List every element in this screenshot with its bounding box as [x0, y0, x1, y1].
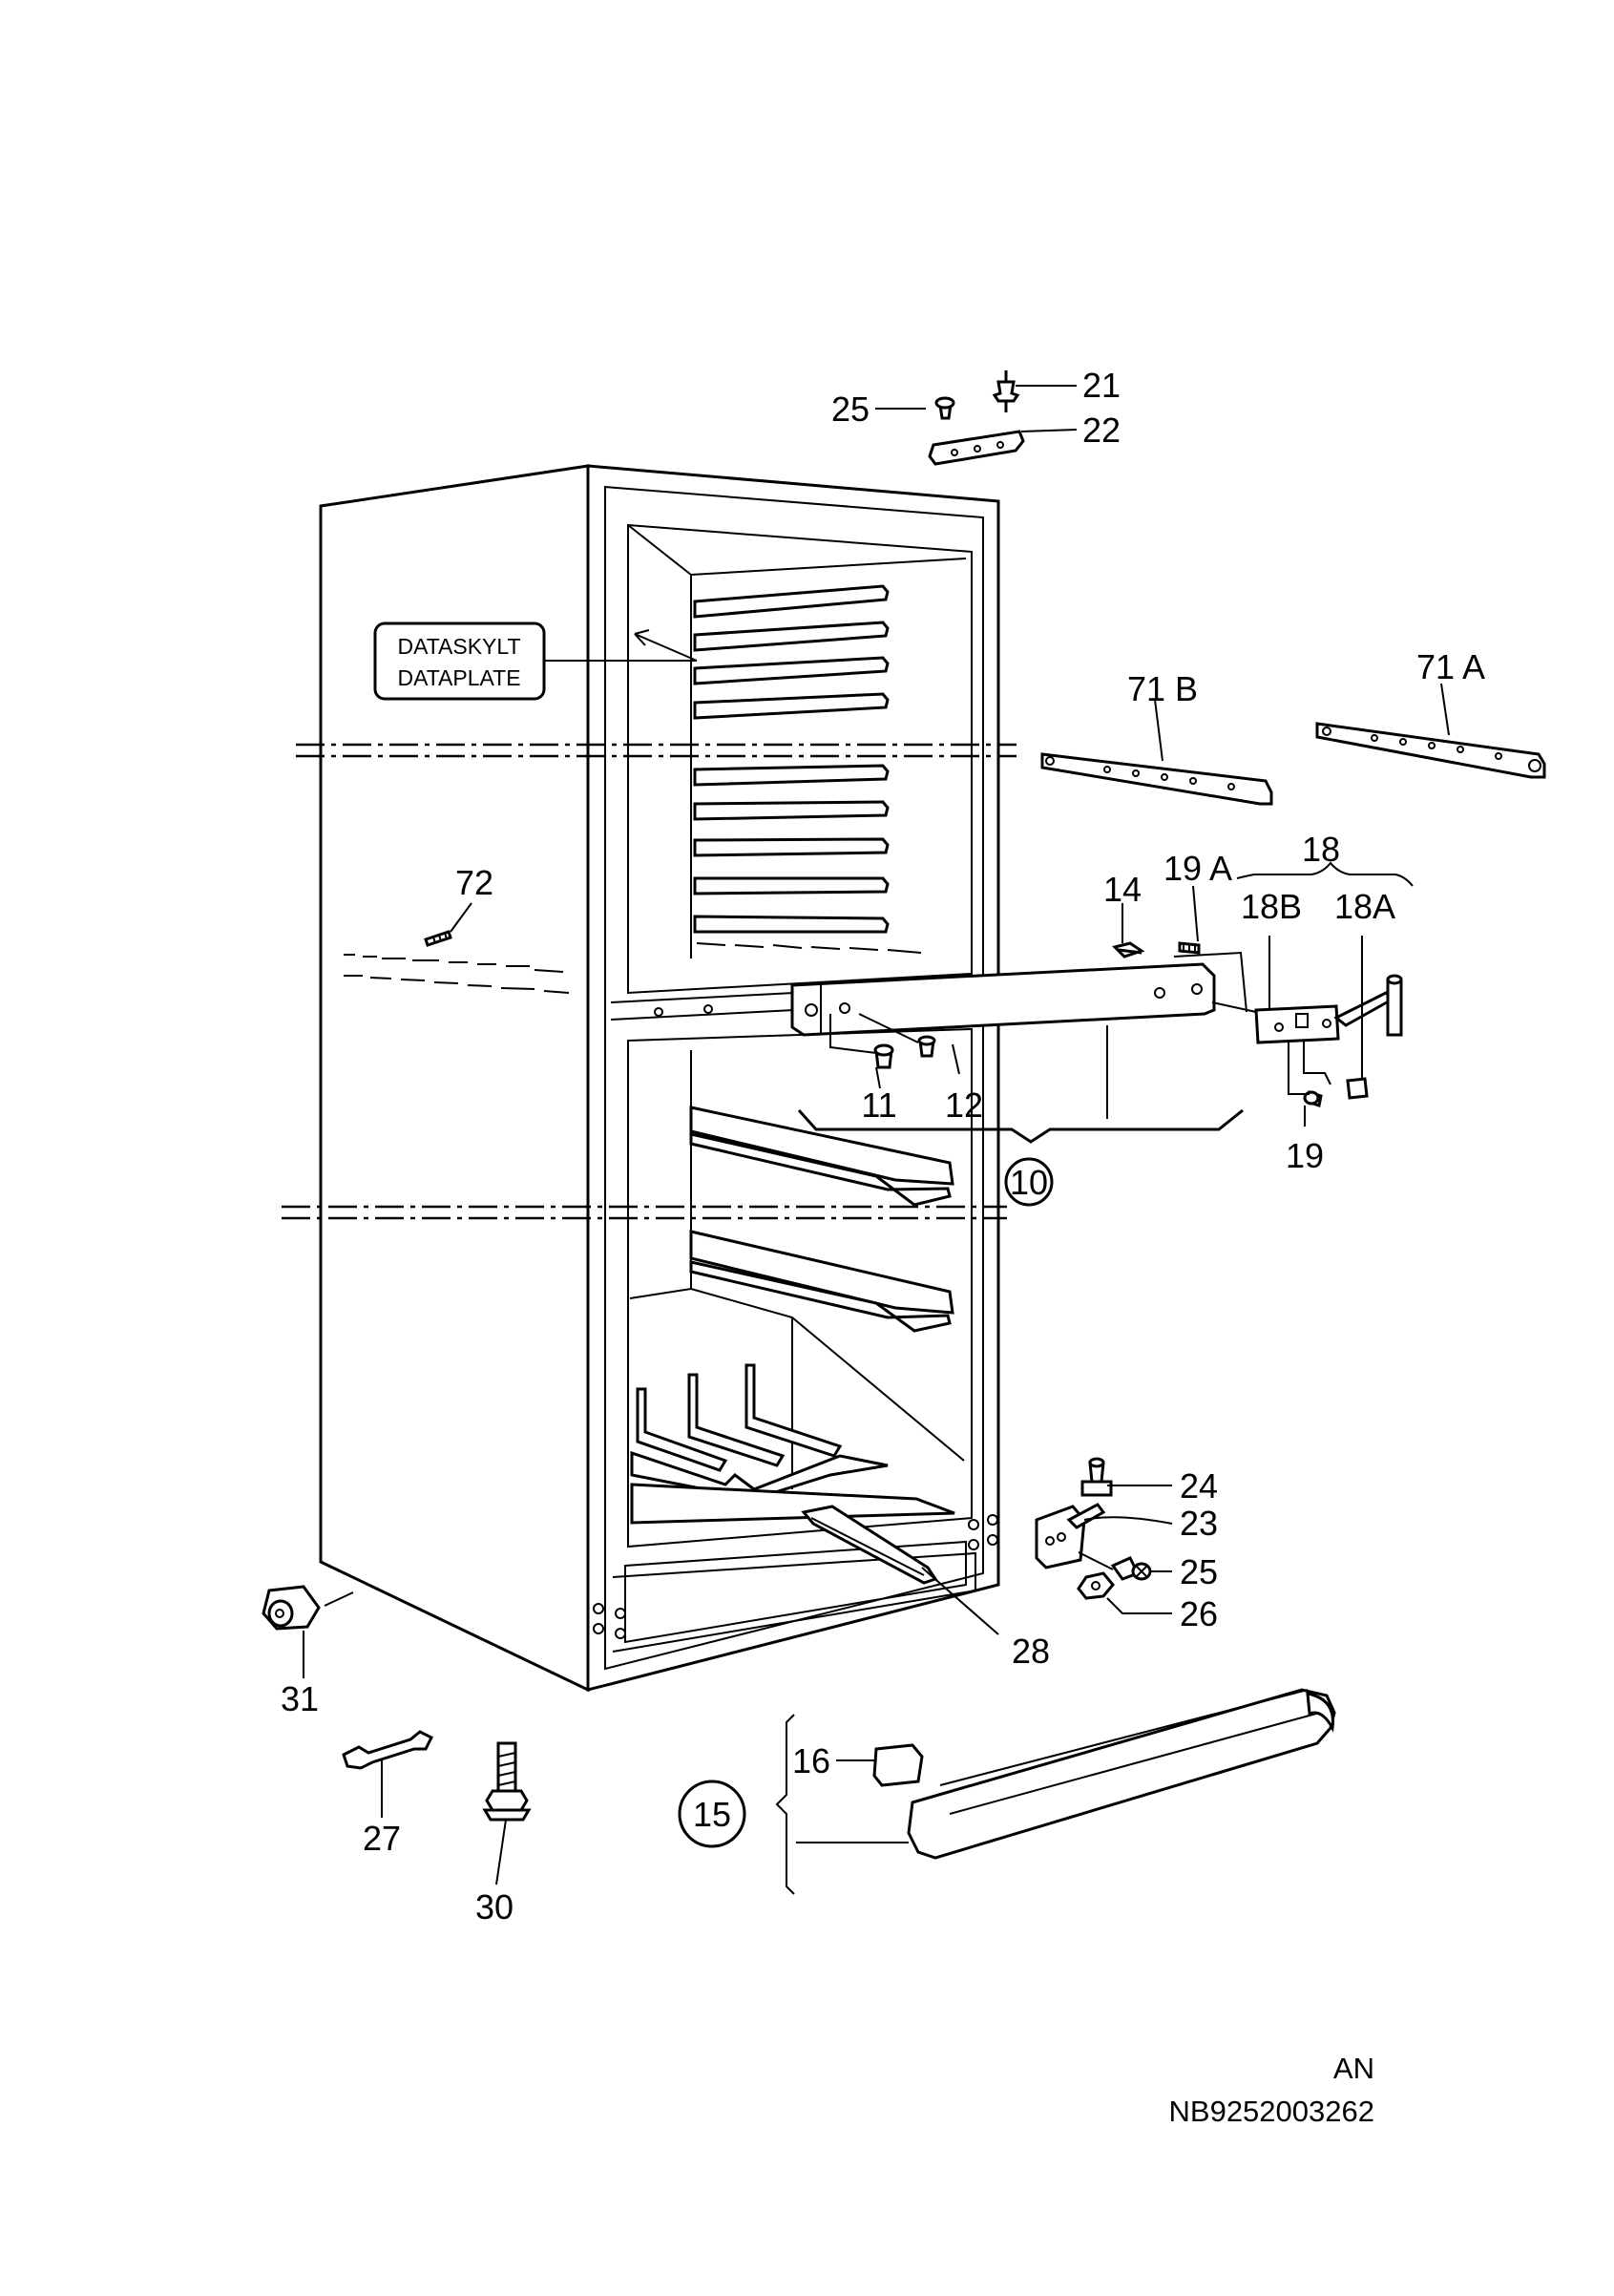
callout-21: 21 — [1082, 366, 1121, 405]
footer-code: AN — [1333, 2052, 1374, 2085]
cabinet — [319, 464, 1000, 1693]
callout-22: 22 — [1082, 411, 1121, 450]
divider-bar — [790, 962, 1216, 1037]
top-hinge-parts: 25 21 22 — [831, 366, 1121, 466]
top-hinge-plate — [928, 430, 1025, 466]
callout-31: 31 — [281, 1679, 319, 1718]
dataplate-label-box: DATASKYLT DATAPLATE — [373, 621, 697, 701]
dataplate-label-line1: DATASKYLT — [397, 634, 520, 659]
screws-14-19a: 14 19 A — [1103, 849, 1232, 958]
bottom-hinge-parts: 24 23 25 26 — [1035, 1457, 1218, 1633]
callout-14: 14 — [1103, 870, 1142, 909]
callout-10: 10 — [1010, 1163, 1048, 1202]
callout-18a: 18A — [1334, 887, 1395, 926]
callout-11: 11 — [861, 1085, 896, 1125]
wrench-27: 27 — [342, 1730, 434, 1858]
callout-18: 18 — [1302, 830, 1340, 869]
divider-hole — [654, 1007, 663, 1017]
brace-15 — [775, 1714, 795, 1895]
callout-26: 26 — [1180, 1594, 1218, 1633]
fridge-floor-edge — [629, 1287, 965, 1462]
callout-12: 12 — [945, 1085, 983, 1125]
foot-31: 31 — [262, 1585, 354, 1718]
callout-27: 27 — [363, 1819, 401, 1858]
freezer-shelf-rails — [693, 584, 890, 934]
callout-16: 16 — [792, 1741, 830, 1780]
footer-doc-number: NB9252003262 — [1169, 2095, 1374, 2128]
drawer-rail-71a: 71 A — [1315, 647, 1546, 779]
drawer-supports — [630, 1363, 955, 1525]
callout-15: 15 — [693, 1795, 731, 1834]
divider-hole — [703, 1004, 713, 1014]
frame-holes — [593, 1514, 998, 1639]
cabinet-front-frame — [586, 464, 1000, 1692]
brace-18 — [1236, 861, 1414, 887]
drawer-rail-71b: 71 B — [1040, 669, 1273, 806]
cabinet-front-frame-inner — [604, 485, 984, 1671]
bottom-grille — [624, 1540, 967, 1644]
freezer-floor-details — [696, 942, 922, 954]
hinge-pin-21 — [992, 380, 1020, 403]
callout-24: 24 — [1180, 1466, 1218, 1506]
callout-72: 72 — [455, 863, 493, 902]
side-panel-marks-top — [344, 954, 564, 973]
side-panel-marks-bottom — [344, 975, 570, 994]
callout-19a: 19 A — [1163, 849, 1232, 888]
callout-71a: 71 A — [1416, 647, 1485, 686]
middle-hinge-assembly: 18 18B 18A 19 — [1173, 830, 1414, 1175]
freezer-rear-edge — [627, 524, 967, 577]
callout-23: 23 — [1180, 1504, 1218, 1543]
freezer-opening — [627, 523, 973, 995]
callout-25-bottom: 25 — [1180, 1552, 1218, 1591]
divider-bar-assembly: 11 12 10 — [790, 962, 1244, 1207]
handle-end-cap-16 — [872, 1743, 924, 1787]
adjustable-foot-30: 30 — [475, 1741, 532, 1927]
handle-bar — [907, 1688, 1336, 1860]
dataplate-arrow — [634, 633, 698, 662]
dataplate-arrow-head — [634, 629, 650, 646]
callout-25-top: 25 — [831, 390, 870, 429]
plinth-strip-28: 28 — [801, 1505, 1050, 1671]
bottom-grille-inner — [612, 1551, 976, 1653]
fridge-shelf-rails — [689, 1106, 954, 1333]
callout-30: 30 — [475, 1887, 514, 1927]
callout-28: 28 — [1012, 1632, 1050, 1671]
dataplate-label-line2: DATAPLATE — [397, 665, 520, 690]
callout-18b: 18B — [1241, 887, 1302, 926]
section-line-upper — [296, 743, 1017, 758]
screw-72: 72 — [424, 863, 493, 947]
callout-19: 19 — [1286, 1136, 1324, 1175]
hinge-pin-18a — [1386, 978, 1403, 1037]
section-line-lower — [282, 1205, 1007, 1220]
callout-71b: 71 B — [1127, 669, 1198, 708]
door-handle-15: 15 16 — [678, 1688, 1336, 1895]
